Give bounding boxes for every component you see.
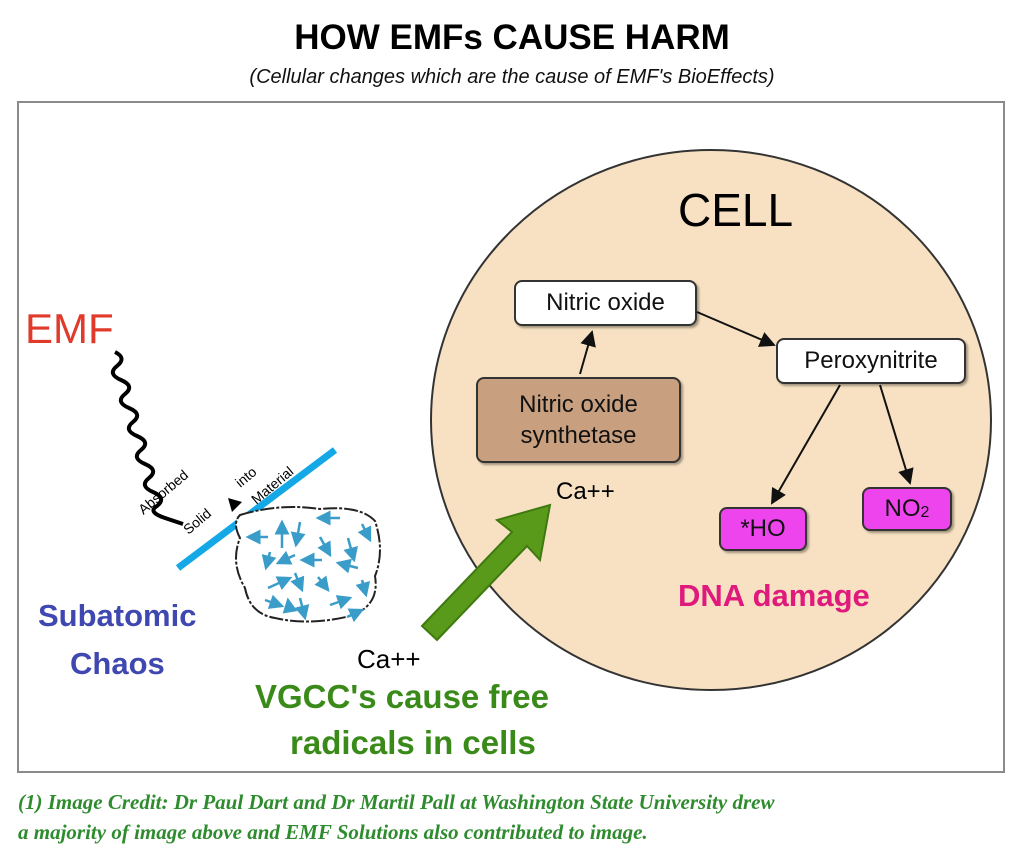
vgcc-label-1: VGCC's cause free: [255, 678, 549, 715]
emf-label: EMF: [25, 305, 114, 352]
credit-line-2: a majority of image above and EMF Soluti…: [18, 820, 648, 844]
synthetase-line-2: synthetase: [520, 422, 637, 449]
arrow-synthetase-to-no: [579, 330, 596, 375]
ca-outside-label: Ca++: [357, 644, 421, 674]
dna-damage-label: DNA damage: [678, 578, 870, 613]
arrow-peroxynitrite-to-no2: [879, 384, 914, 485]
particle-arrows: [245, 510, 372, 623]
arrow-peroxynitrite-to-ho: [771, 384, 841, 505]
solid-surface-line: [175, 447, 338, 571]
arrow-no-to-peroxynitrite: [696, 311, 776, 347]
no2-subscript: 2: [920, 504, 930, 521]
synthetase-line-1: Nitric oxide: [519, 390, 638, 418]
subatomic-label: Subatomic: [38, 598, 197, 633]
page-title: HOW EMFs CAUSE HARM: [294, 18, 730, 57]
ca-inside-label: Ca++: [556, 478, 615, 505]
no2-text: NO: [884, 495, 921, 522]
nitric-oxide-box: Nitric oxide: [514, 280, 697, 326]
chaos-label: Chaos: [70, 646, 165, 681]
emf-wave-icon: [110, 350, 184, 526]
green-arrow-icon: [420, 503, 552, 642]
material-blob: [235, 506, 381, 623]
synthetase-box: Nitric oxide synthetase: [476, 377, 681, 463]
page-subtitle: (Cellular changes which are the cause of…: [249, 66, 775, 88]
hydroxyl-box: *HO: [719, 507, 807, 551]
wave-arrowhead-icon: [228, 498, 242, 512]
peroxynitrite-box: Peroxynitrite: [776, 338, 966, 384]
credit-line-1: (1) Image Credit: Dr Paul Dart and Dr Ma…: [18, 790, 775, 814]
diagram-frame: [17, 101, 1005, 773]
cell-title: CELL: [678, 184, 794, 236]
vgcc-label-2: radicals in cells: [290, 724, 536, 761]
